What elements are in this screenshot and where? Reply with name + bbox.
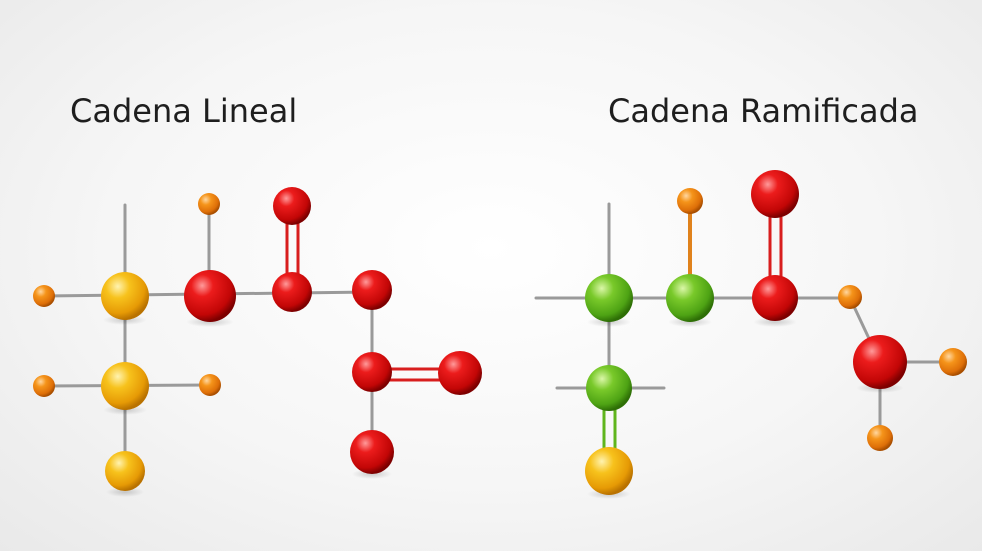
red-atom-bottom bbox=[350, 430, 394, 474]
red-atom-far-right bbox=[438, 351, 482, 395]
atom-shadow bbox=[106, 487, 144, 497]
branched-chain bbox=[534, 170, 967, 499]
red-atom-center bbox=[752, 275, 798, 321]
linear-chain-title: Cadena Lineal bbox=[70, 92, 298, 130]
orange-atom-left-middle bbox=[33, 375, 55, 397]
orange-atom-upper bbox=[198, 193, 220, 215]
orange-atom-left-top bbox=[33, 285, 55, 307]
atom-shadow bbox=[753, 317, 797, 327]
red-atom-right bbox=[352, 270, 392, 310]
linear-chain bbox=[33, 187, 482, 497]
red-atom-center bbox=[272, 272, 312, 312]
red-atom-large bbox=[184, 270, 236, 322]
branched-double-bonds bbox=[602, 194, 783, 470]
red-atom-lower bbox=[352, 352, 392, 392]
yellow-atom-middle bbox=[101, 362, 149, 410]
linear-bonds bbox=[42, 202, 374, 472]
red-atom-top bbox=[273, 187, 311, 225]
green-atom-left bbox=[585, 274, 633, 322]
yellow-atom-top bbox=[101, 272, 149, 320]
red-atom-large bbox=[853, 335, 907, 389]
orange-atom-top bbox=[677, 188, 703, 214]
green-atom-bottom bbox=[586, 365, 632, 411]
orange-atom-far-right bbox=[939, 348, 967, 376]
branched-chain-title: Cadena Ramificada bbox=[608, 92, 919, 130]
green-atom-right bbox=[666, 274, 714, 322]
red-atom-top bbox=[751, 170, 799, 218]
orange-atom-bottom bbox=[867, 425, 893, 451]
orange-atom-right-middle bbox=[199, 374, 221, 396]
yellow-atom-bottom bbox=[585, 447, 633, 495]
yellow-atom-bottom bbox=[105, 451, 145, 491]
orange-atom-right bbox=[838, 285, 862, 309]
